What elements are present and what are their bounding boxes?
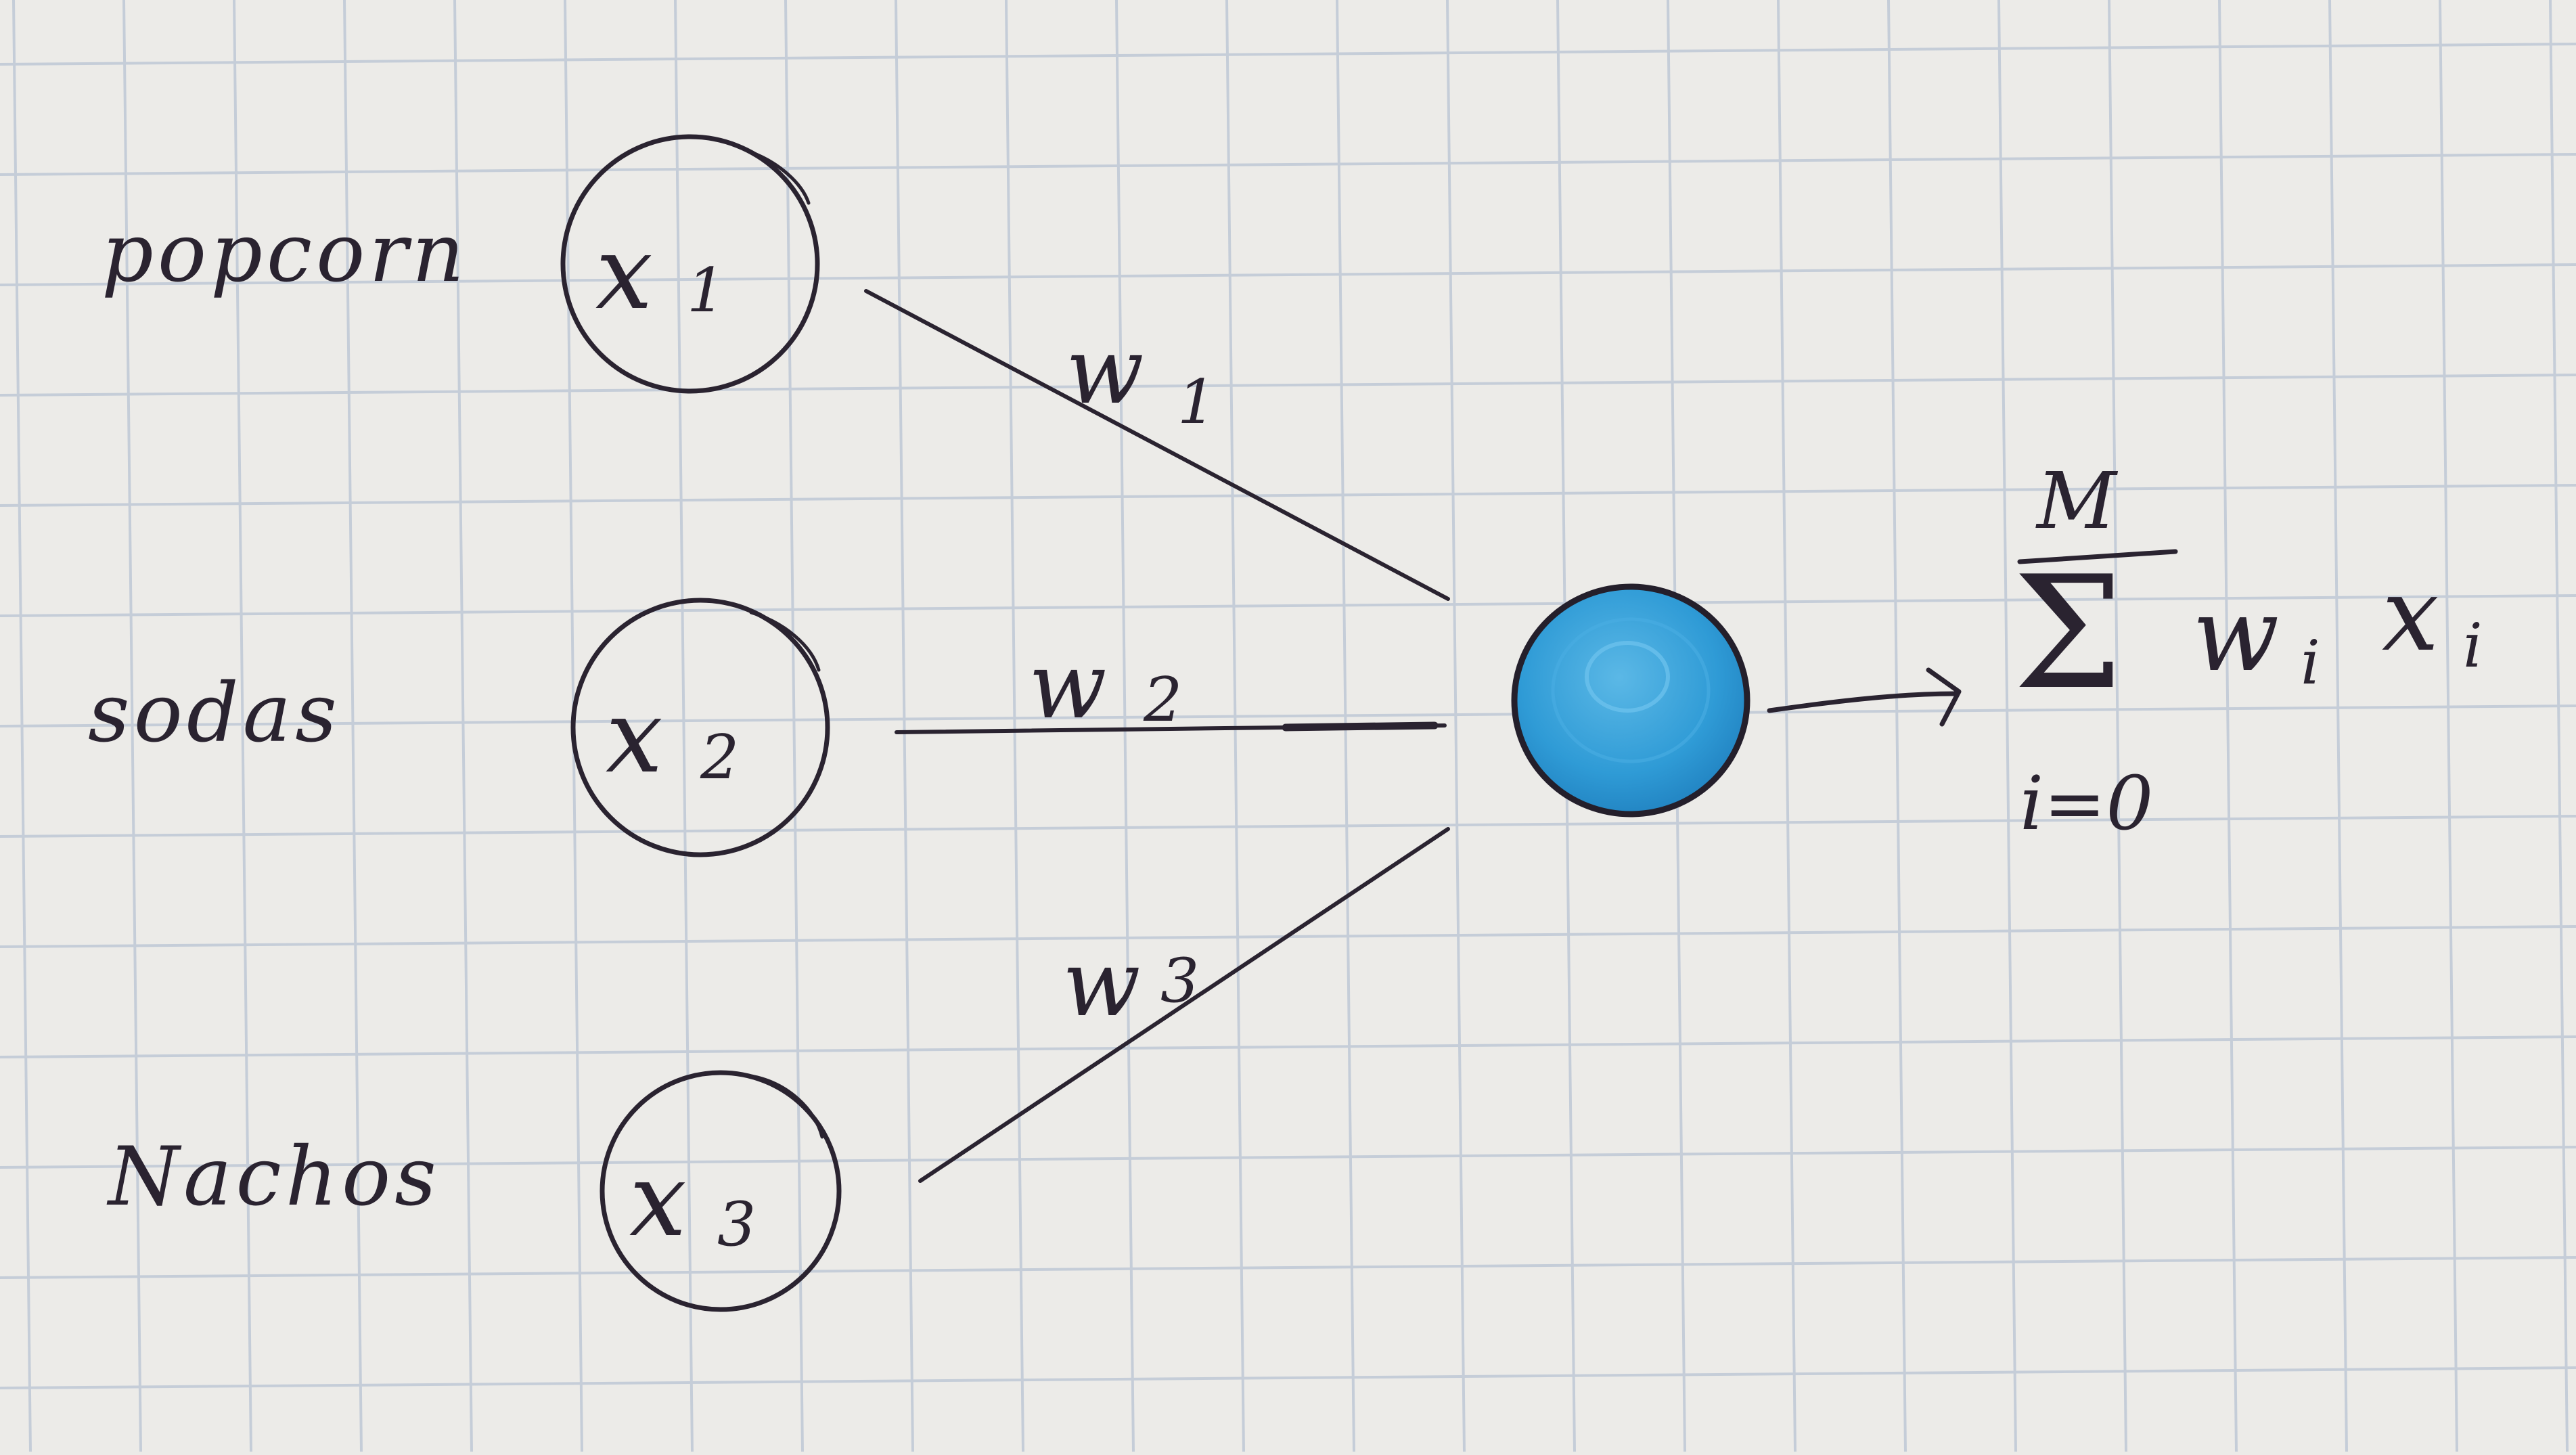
grid-line-vertical — [1115, 0, 1135, 1452]
sum-lower-limit: i=0 — [2020, 760, 2153, 847]
grid-line-vertical — [2218, 0, 2238, 1452]
grid-line-vertical — [2108, 0, 2127, 1452]
input-label-popcorn: popcorn — [101, 206, 468, 300]
grid-line-horizontal — [0, 43, 2576, 66]
grid-line-horizontal — [0, 1146, 2576, 1169]
input-node-x1: x 1 — [560, 134, 820, 394]
grid-line-horizontal — [0, 1366, 2576, 1389]
node-sub-x1: 1 — [687, 255, 725, 326]
node-var-x1: x — [595, 215, 653, 332]
grid-line-horizontal — [0, 594, 2576, 617]
term-x: x — [2382, 556, 2439, 674]
summation-formula: M Σ i=0 w i x i — [2013, 456, 2483, 847]
grid-line-vertical — [1997, 0, 2017, 1452]
node-sub-x3: 3 — [717, 1189, 756, 1260]
input-node-x3: x 3 — [600, 1070, 842, 1312]
grid-line-vertical — [674, 0, 694, 1452]
weight-label-w3: w 3 — [1062, 931, 1199, 1037]
term-w: w — [2192, 577, 2279, 694]
node-sub-x2: 2 — [700, 722, 739, 793]
grid-line-vertical — [2439, 0, 2458, 1452]
weight-sub-w3: 3 — [1160, 945, 1199, 1016]
grid-line-horizontal — [0, 1256, 2576, 1279]
grid-line-vertical — [343, 0, 363, 1452]
grid-line-horizontal — [0, 484, 2576, 507]
grid-line-horizontal — [0, 704, 2576, 728]
output-arrow — [1767, 667, 1962, 727]
grid-line-horizontal — [0, 815, 2576, 838]
grid-line-vertical — [784, 0, 804, 1452]
edge-x3-neuron — [918, 827, 1450, 1183]
sum-upper-limit: M — [2035, 456, 2119, 547]
input-node-x2: x 2 — [570, 598, 830, 857]
weight-label-w2: w 2 — [1029, 633, 1182, 739]
neuron-node — [1511, 583, 1750, 818]
grid-line-vertical — [2549, 0, 2569, 1452]
edge-x1-neuron — [864, 289, 1450, 601]
weight-var-w2: w — [1029, 633, 1107, 739]
grid-line-vertical — [1005, 0, 1024, 1452]
sum-symbol: Σ — [2013, 543, 2123, 724]
term-x-sub: i — [2463, 610, 2483, 681]
weight-var-w1: w — [1066, 318, 1144, 424]
input-label-sodas: sodas — [88, 667, 341, 761]
edge-x2-neuron-thick — [1282, 721, 1439, 732]
grid-line-horizontal — [0, 153, 2576, 176]
weight-var-w3: w — [1062, 931, 1141, 1037]
weight-sub-w1: 1 — [1177, 367, 1216, 438]
grid-line-vertical — [2328, 0, 2348, 1452]
grid-line-vertical — [453, 0, 473, 1452]
node-var-x2: x — [606, 678, 663, 796]
grid-line-horizontal — [0, 263, 2576, 286]
term-w-sub: i — [2301, 627, 2320, 698]
grid-line-vertical — [1777, 0, 1797, 1452]
input-label-nachos: Nachos — [106, 1130, 440, 1224]
node-var-x3: x — [629, 1142, 687, 1259]
weight-label-w1: w 1 — [1066, 318, 1216, 438]
grid-line-vertical — [1887, 0, 1907, 1452]
grid-line-vertical — [1446, 0, 1466, 1452]
grid-line-vertical — [1225, 0, 1245, 1452]
grid-line-horizontal — [0, 374, 2576, 397]
grid-line-horizontal — [0, 1035, 2576, 1058]
grid-line-vertical — [233, 0, 252, 1452]
weight-sub-w2: 2 — [1143, 665, 1182, 736]
grid-line-vertical — [895, 0, 914, 1452]
